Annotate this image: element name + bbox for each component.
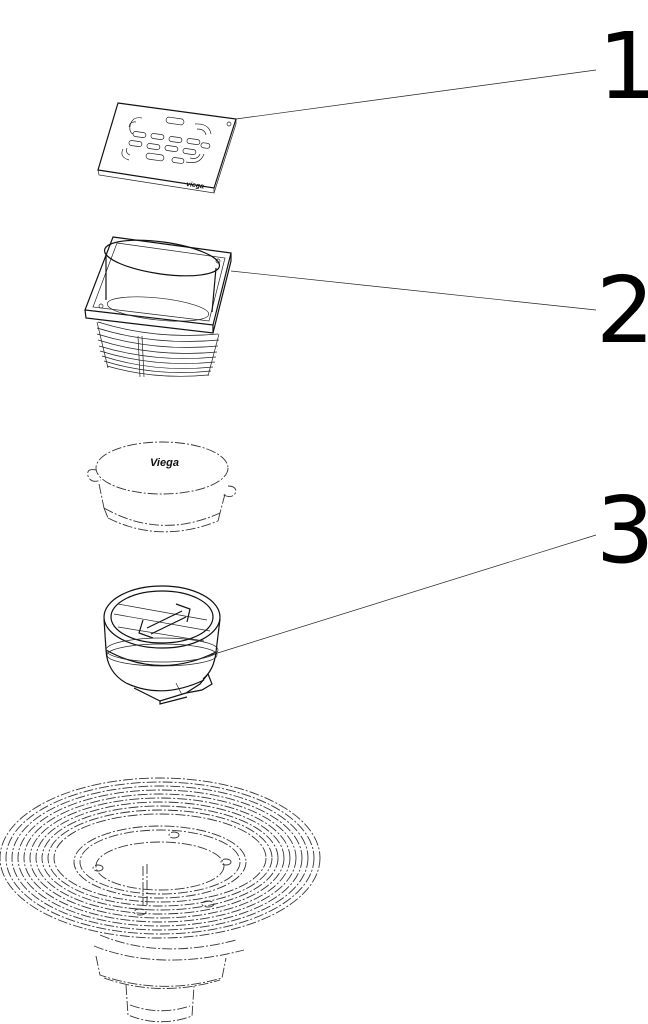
callout-number-2: 2 bbox=[596, 257, 648, 364]
cap-brand-mark: Viega bbox=[150, 457, 179, 469]
protective-cap: Viega bbox=[87, 441, 237, 533]
grate-brand-mark: viega bbox=[186, 181, 205, 190]
double-arrow-icon bbox=[138, 603, 191, 639]
callout-number-3: 3 bbox=[596, 477, 648, 584]
grate-frame-with-thread bbox=[84, 236, 232, 378]
callout-number-1: 1 bbox=[598, 13, 648, 120]
odour-trap-insert bbox=[103, 585, 221, 705]
drain-body bbox=[0, 777, 321, 1023]
leader-line-1 bbox=[235, 69, 597, 120]
drain-grate: viega bbox=[97, 102, 237, 194]
leader-line-3 bbox=[207, 534, 597, 657]
leader-line-2 bbox=[230, 270, 597, 311]
